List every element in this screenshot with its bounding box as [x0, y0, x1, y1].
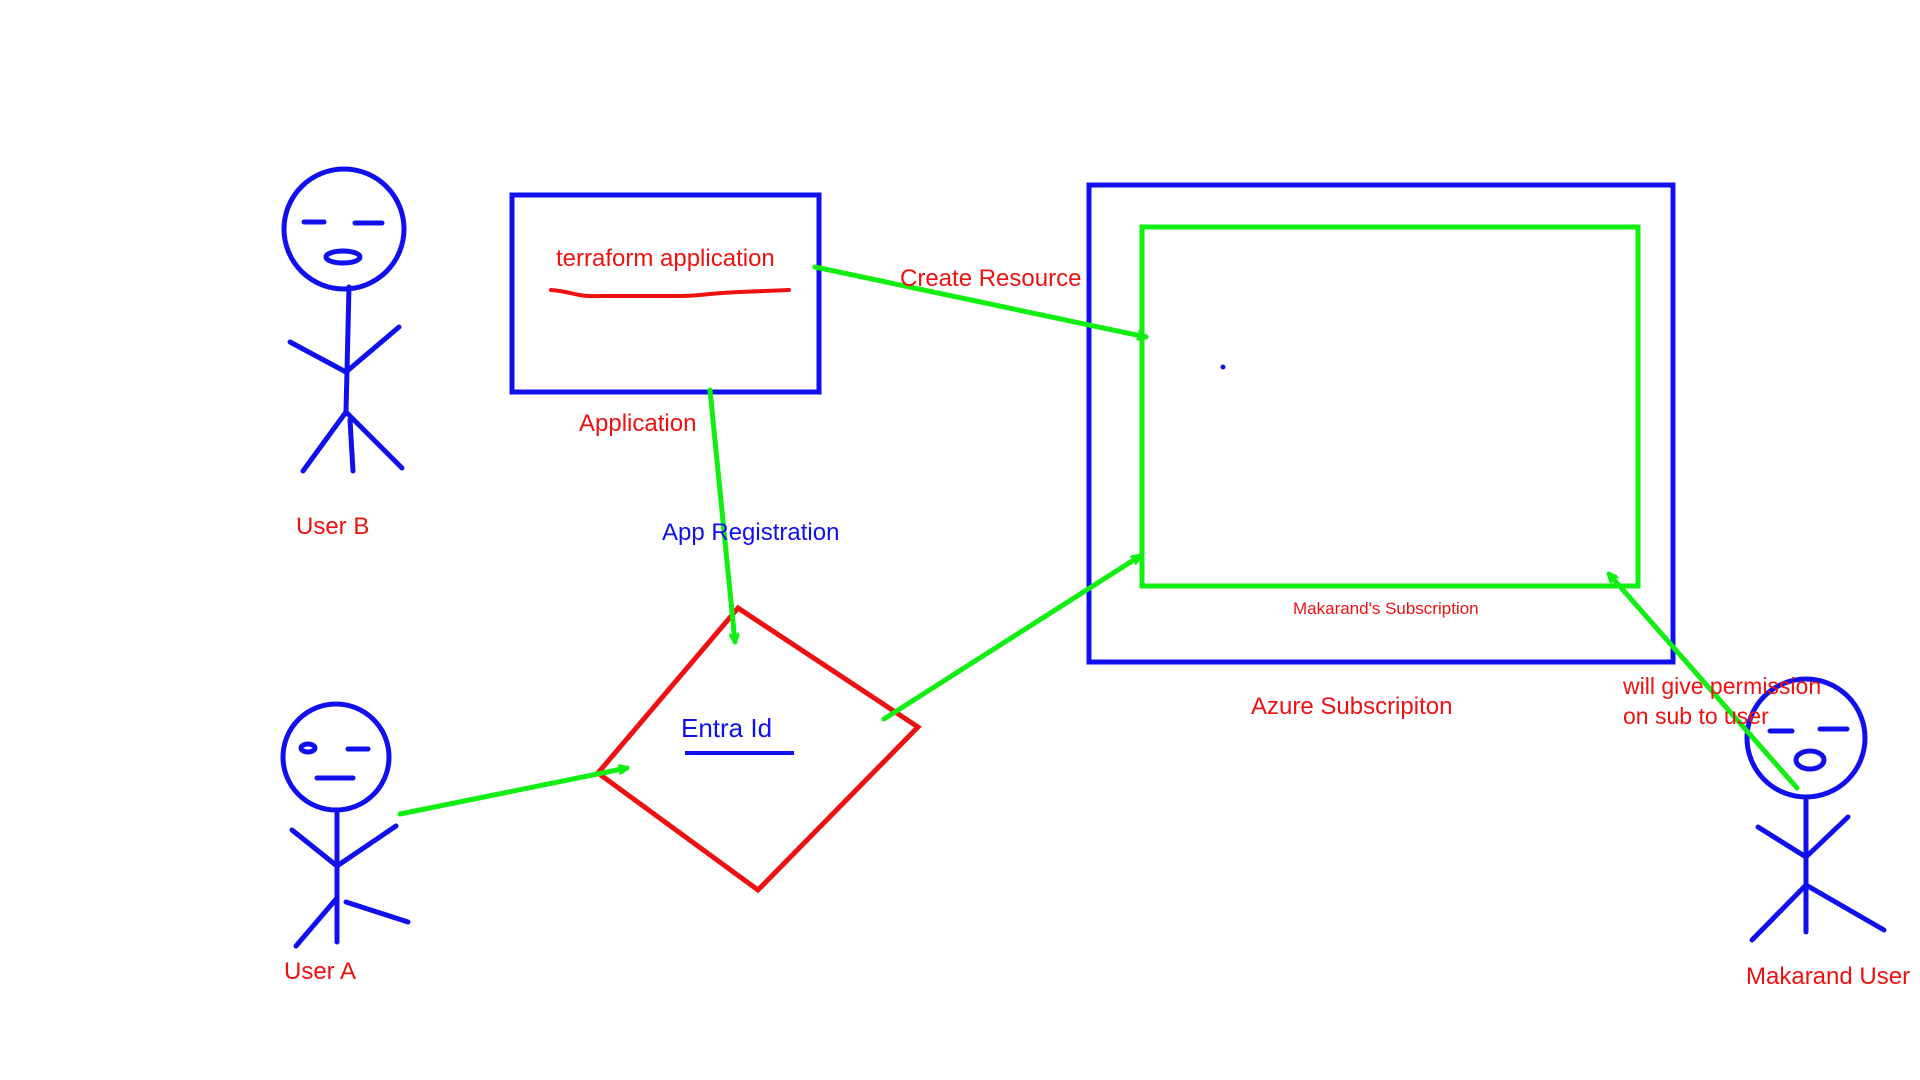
user-a-head [280, 701, 392, 813]
azure-subscription-box [1086, 182, 1676, 665]
user-b-body [343, 284, 352, 415]
user-b-left-arm [287, 339, 349, 375]
user-a-figure [280, 701, 411, 949]
user-a-right-arm [334, 823, 399, 869]
stray-dot [1220, 364, 1226, 370]
makarand-subscription-label: Makarand's Subscription [1293, 599, 1479, 618]
user-a-left-eye [298, 741, 318, 755]
application-caption: Application [579, 410, 696, 437]
user-a-to-entra-arrow [397, 768, 630, 817]
user-a-right-leg [343, 899, 411, 925]
entra-id-diamond [594, 604, 922, 894]
makarand-user-right-arm [1803, 814, 1851, 860]
makarand-user-figure [1744, 676, 1887, 943]
user-b-figure [281, 166, 407, 474]
create-resource-label: Create Resource [900, 265, 1081, 292]
user-b-right-arm [343, 324, 402, 375]
permission-label-line2: on sub to user [1623, 703, 1769, 729]
azure-subscription-label: Azure Subscripiton [1251, 693, 1452, 720]
user-a-label: User A [284, 958, 356, 985]
user-a-left-leg [293, 895, 340, 949]
makarand-to-subscription-arrow [1609, 574, 1800, 791]
user-b-right-leg [343, 409, 405, 471]
entra-to-subscription-arrow [881, 553, 1140, 722]
create-resource-arrow [812, 264, 1149, 337]
user-a-left-arm [289, 827, 340, 869]
permission-label-line1: will give permission [1622, 673, 1821, 699]
user-b-mid-leg [347, 417, 356, 474]
user-b-label: User B [296, 513, 369, 540]
user-b-head [281, 166, 407, 292]
entra-id-label: Entra Id [681, 713, 772, 743]
user-b-mouth [323, 248, 363, 266]
terraform-application-text: terraform application [556, 245, 775, 272]
makarand-user-mouth [1793, 748, 1827, 772]
makarand-user-left-arm [1755, 824, 1809, 860]
app-registration-label: App Registration [662, 519, 839, 546]
user-b-left-leg [300, 409, 349, 474]
makarand-user-left-leg [1749, 882, 1809, 943]
terraform-underline [549, 288, 791, 299]
application-box [509, 192, 822, 395]
makarand-subscription-box [1139, 224, 1641, 589]
makarand-user-label: Makarand User [1746, 963, 1910, 990]
makarand-user-right-leg [1803, 882, 1887, 933]
app-registration-arrow [707, 387, 735, 645]
